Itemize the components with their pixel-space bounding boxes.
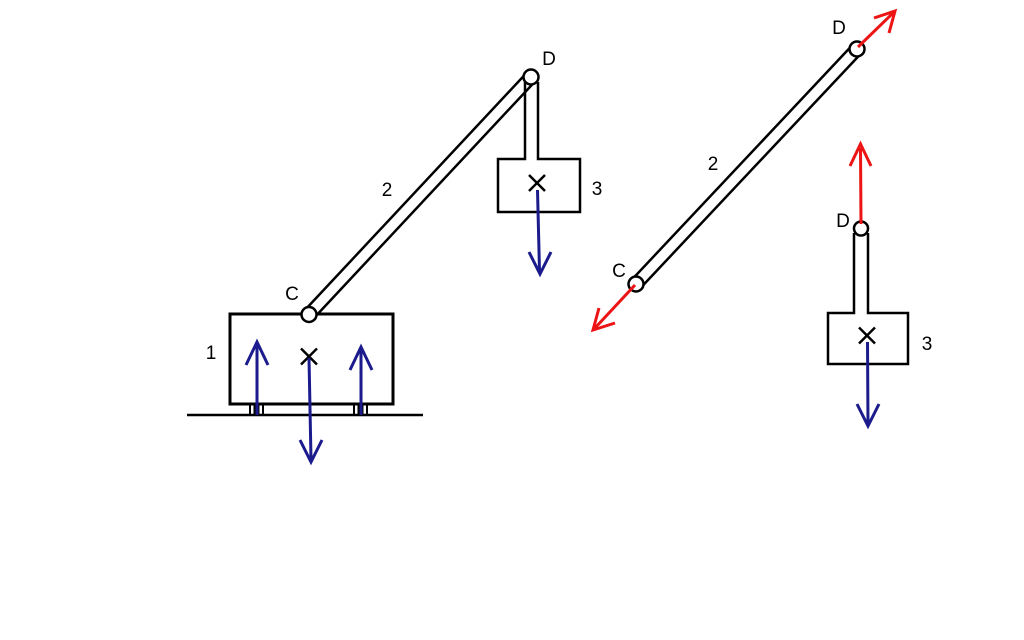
- reaction-arrow-left: [244, 338, 270, 415]
- assembly-figure: 1 C D 2 3: [187, 49, 603, 466]
- label-block-3: 3: [592, 179, 603, 200]
- label-joint-d: D: [542, 49, 556, 70]
- assembly-structure: [187, 68, 582, 417]
- assembly-labels: 1 C D 2 3: [206, 49, 603, 364]
- weight-arrow-block: [527, 189, 553, 278]
- label-block-3: 3: [922, 334, 933, 355]
- member-fbd-structure: [627, 40, 866, 293]
- center-of-gravity-marker-base: [300, 347, 318, 366]
- member-fbd-forces: [590, 8, 898, 333]
- assembly-forces: [244, 189, 553, 466]
- block-fbd-figure: D 3: [826, 140, 932, 430]
- link-tension-arrow-d: [848, 140, 873, 225]
- label-joint-c: C: [285, 284, 299, 305]
- label-joint-d: D: [836, 211, 850, 232]
- label-member-2: 2: [708, 154, 719, 175]
- center-of-gravity-marker-block: [858, 326, 876, 345]
- axial-force-arrow-c: [590, 283, 637, 333]
- block-fbd-labels: D 3: [836, 211, 932, 355]
- reaction-arrow-right: [348, 343, 374, 415]
- pin-d: [522, 68, 540, 86]
- bar-member-2: [630, 44, 863, 289]
- axial-force-arrow-d: [856, 8, 898, 49]
- member-fbd-figure: 2 C D: [590, 8, 898, 333]
- weight-arrow-base: [298, 357, 324, 466]
- weight-arrow-block: [855, 341, 881, 430]
- label-body-1: 1: [206, 343, 217, 364]
- label-member-2: 2: [382, 180, 393, 201]
- label-joint-d: D: [832, 18, 846, 39]
- member-fbd-labels: 2 C D: [612, 18, 846, 282]
- pin-c: [300, 305, 318, 324]
- center-of-gravity-marker-block: [528, 174, 546, 192]
- label-joint-c: C: [612, 261, 626, 282]
- boom-member-2: [303, 72, 537, 320]
